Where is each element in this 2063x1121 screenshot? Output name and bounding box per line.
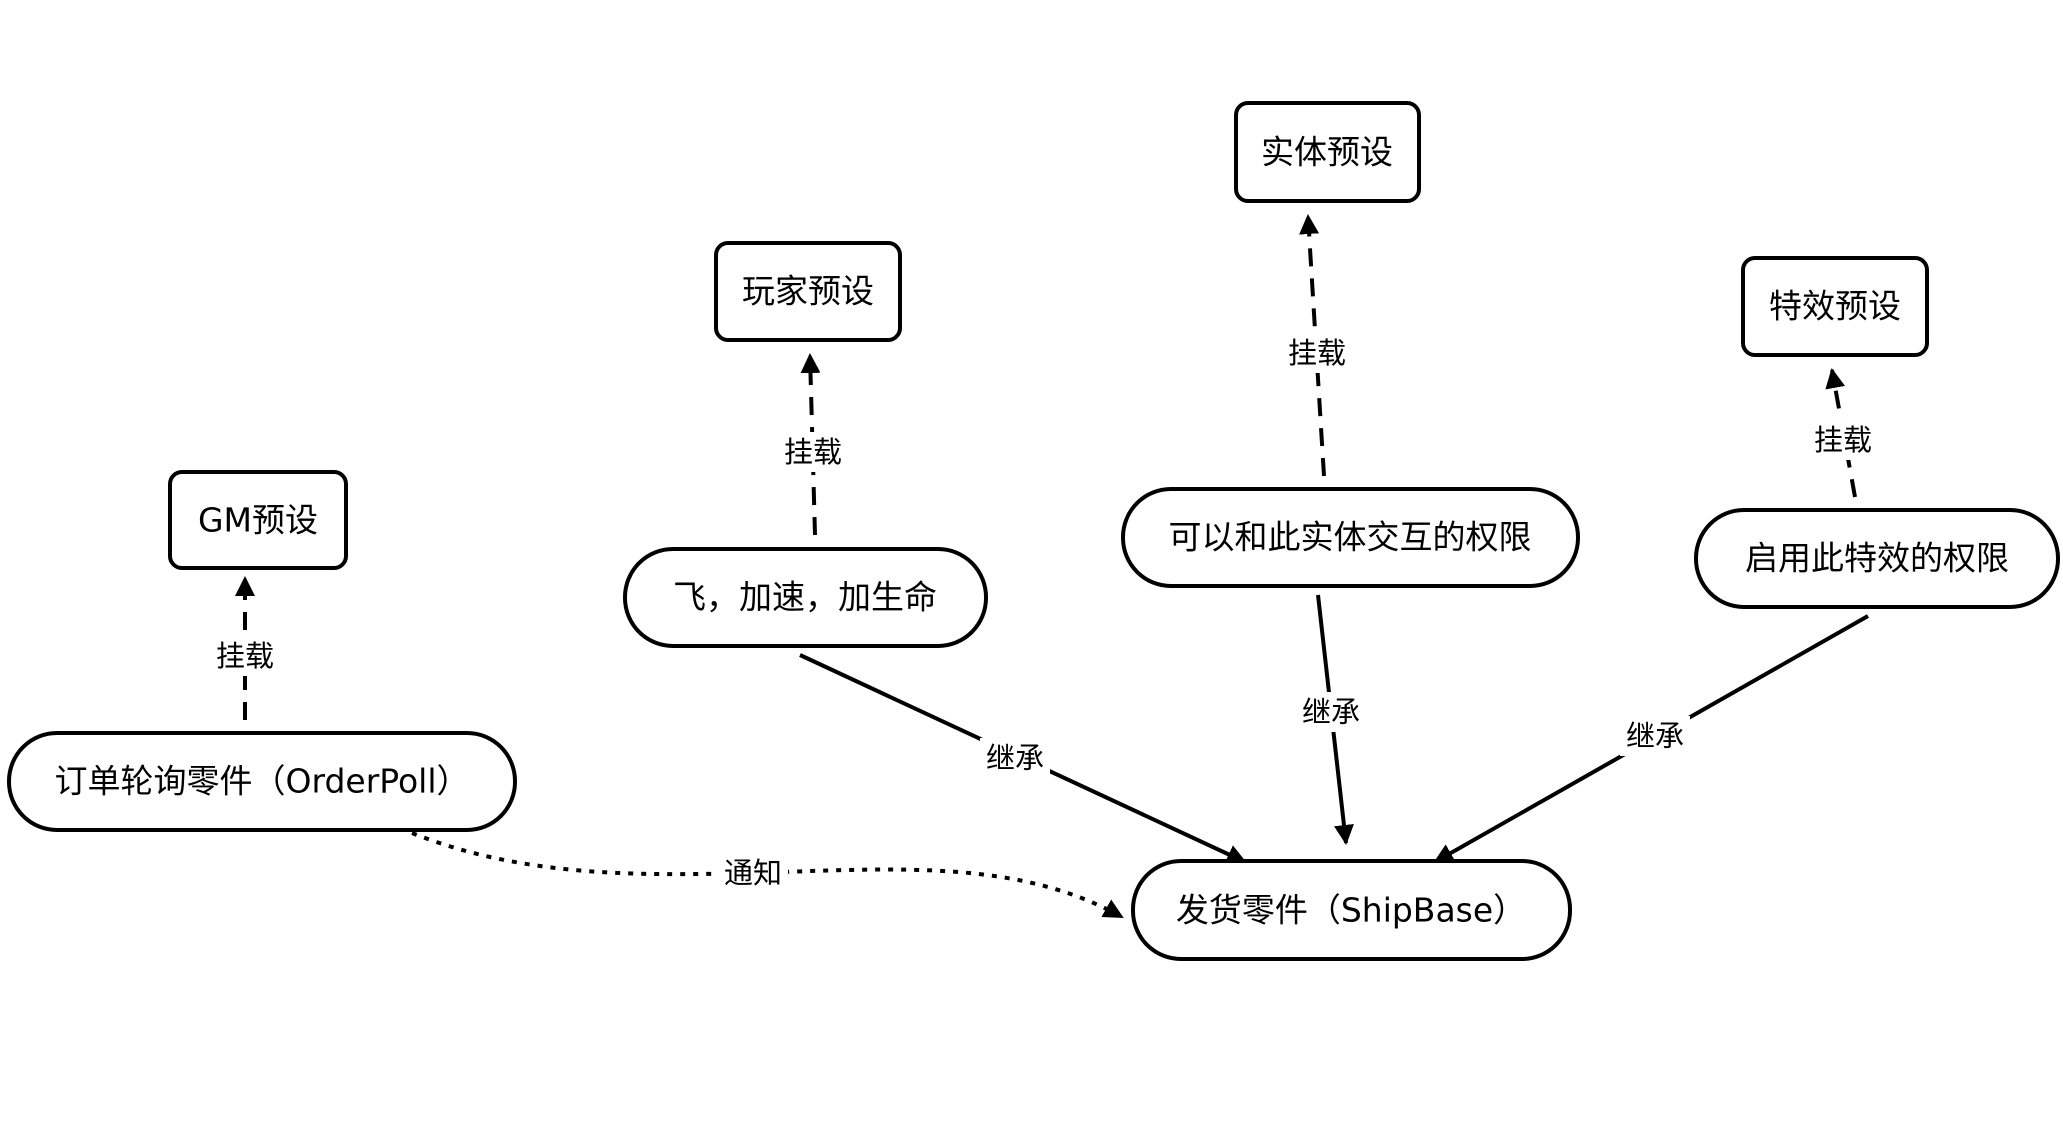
node-ship-base-label: 发货零件（ShipBase）	[1176, 891, 1526, 930]
node-order-poll: 订单轮询零件（OrderPoll）	[7, 731, 517, 832]
edge-mount-entity: 挂载	[1282, 214, 1352, 477]
edge-label-mount-player: 挂载	[784, 435, 842, 469]
edge-inherit-fly: 继承	[799, 653, 1247, 864]
edge-notify: 通知	[399, 826, 1124, 919]
edge-label-mount-entity: 挂载	[1288, 336, 1346, 370]
edge-mount-effect: 挂载	[1808, 368, 1878, 498]
edge-inherit-effect: 继承	[1433, 614, 1869, 864]
edge-label-notify: 通知	[724, 856, 782, 890]
node-fly-speed-health-label: 飞，加速，加生命	[673, 578, 937, 617]
edge-label-inherit-effect: 继承	[1626, 719, 1684, 753]
node-effect-enable-permission-label: 启用此特效的权限	[1745, 539, 2009, 578]
node-gm-preset: GM预设	[168, 470, 348, 570]
edge-mount-gm: 挂载	[210, 576, 280, 720]
edge-mount-player: 挂载	[778, 353, 848, 536]
node-gm-preset-label: GM预设	[198, 501, 318, 540]
node-effect-preset-label: 特效预设	[1769, 287, 1901, 326]
node-order-poll-label: 订单轮询零件（OrderPoll）	[54, 762, 469, 801]
node-entity-preset-label: 实体预设	[1261, 133, 1393, 172]
edge-label-mount-effect: 挂载	[1814, 423, 1872, 457]
edge-label-inherit-fly: 继承	[986, 741, 1044, 775]
edge-label-inherit-entity: 继承	[1302, 695, 1360, 729]
node-entity-interact-permission: 可以和此实体交互的权限	[1121, 487, 1580, 588]
edge-inherit-entity: 继承	[1296, 594, 1366, 845]
node-entity-interact-permission-label: 可以和此实体交互的权限	[1169, 518, 1532, 557]
edge-label-mount-gm: 挂载	[216, 639, 274, 673]
node-ship-base: 发货零件（ShipBase）	[1131, 859, 1572, 961]
node-player-preset-label: 玩家预设	[742, 272, 874, 311]
node-player-preset: 玩家预设	[714, 241, 902, 342]
node-effect-enable-permission: 启用此特效的权限	[1694, 508, 2060, 609]
node-entity-preset: 实体预设	[1234, 101, 1421, 203]
node-effect-preset: 特效预设	[1741, 256, 1929, 357]
node-fly-speed-health: 飞，加速，加生命	[623, 547, 988, 648]
